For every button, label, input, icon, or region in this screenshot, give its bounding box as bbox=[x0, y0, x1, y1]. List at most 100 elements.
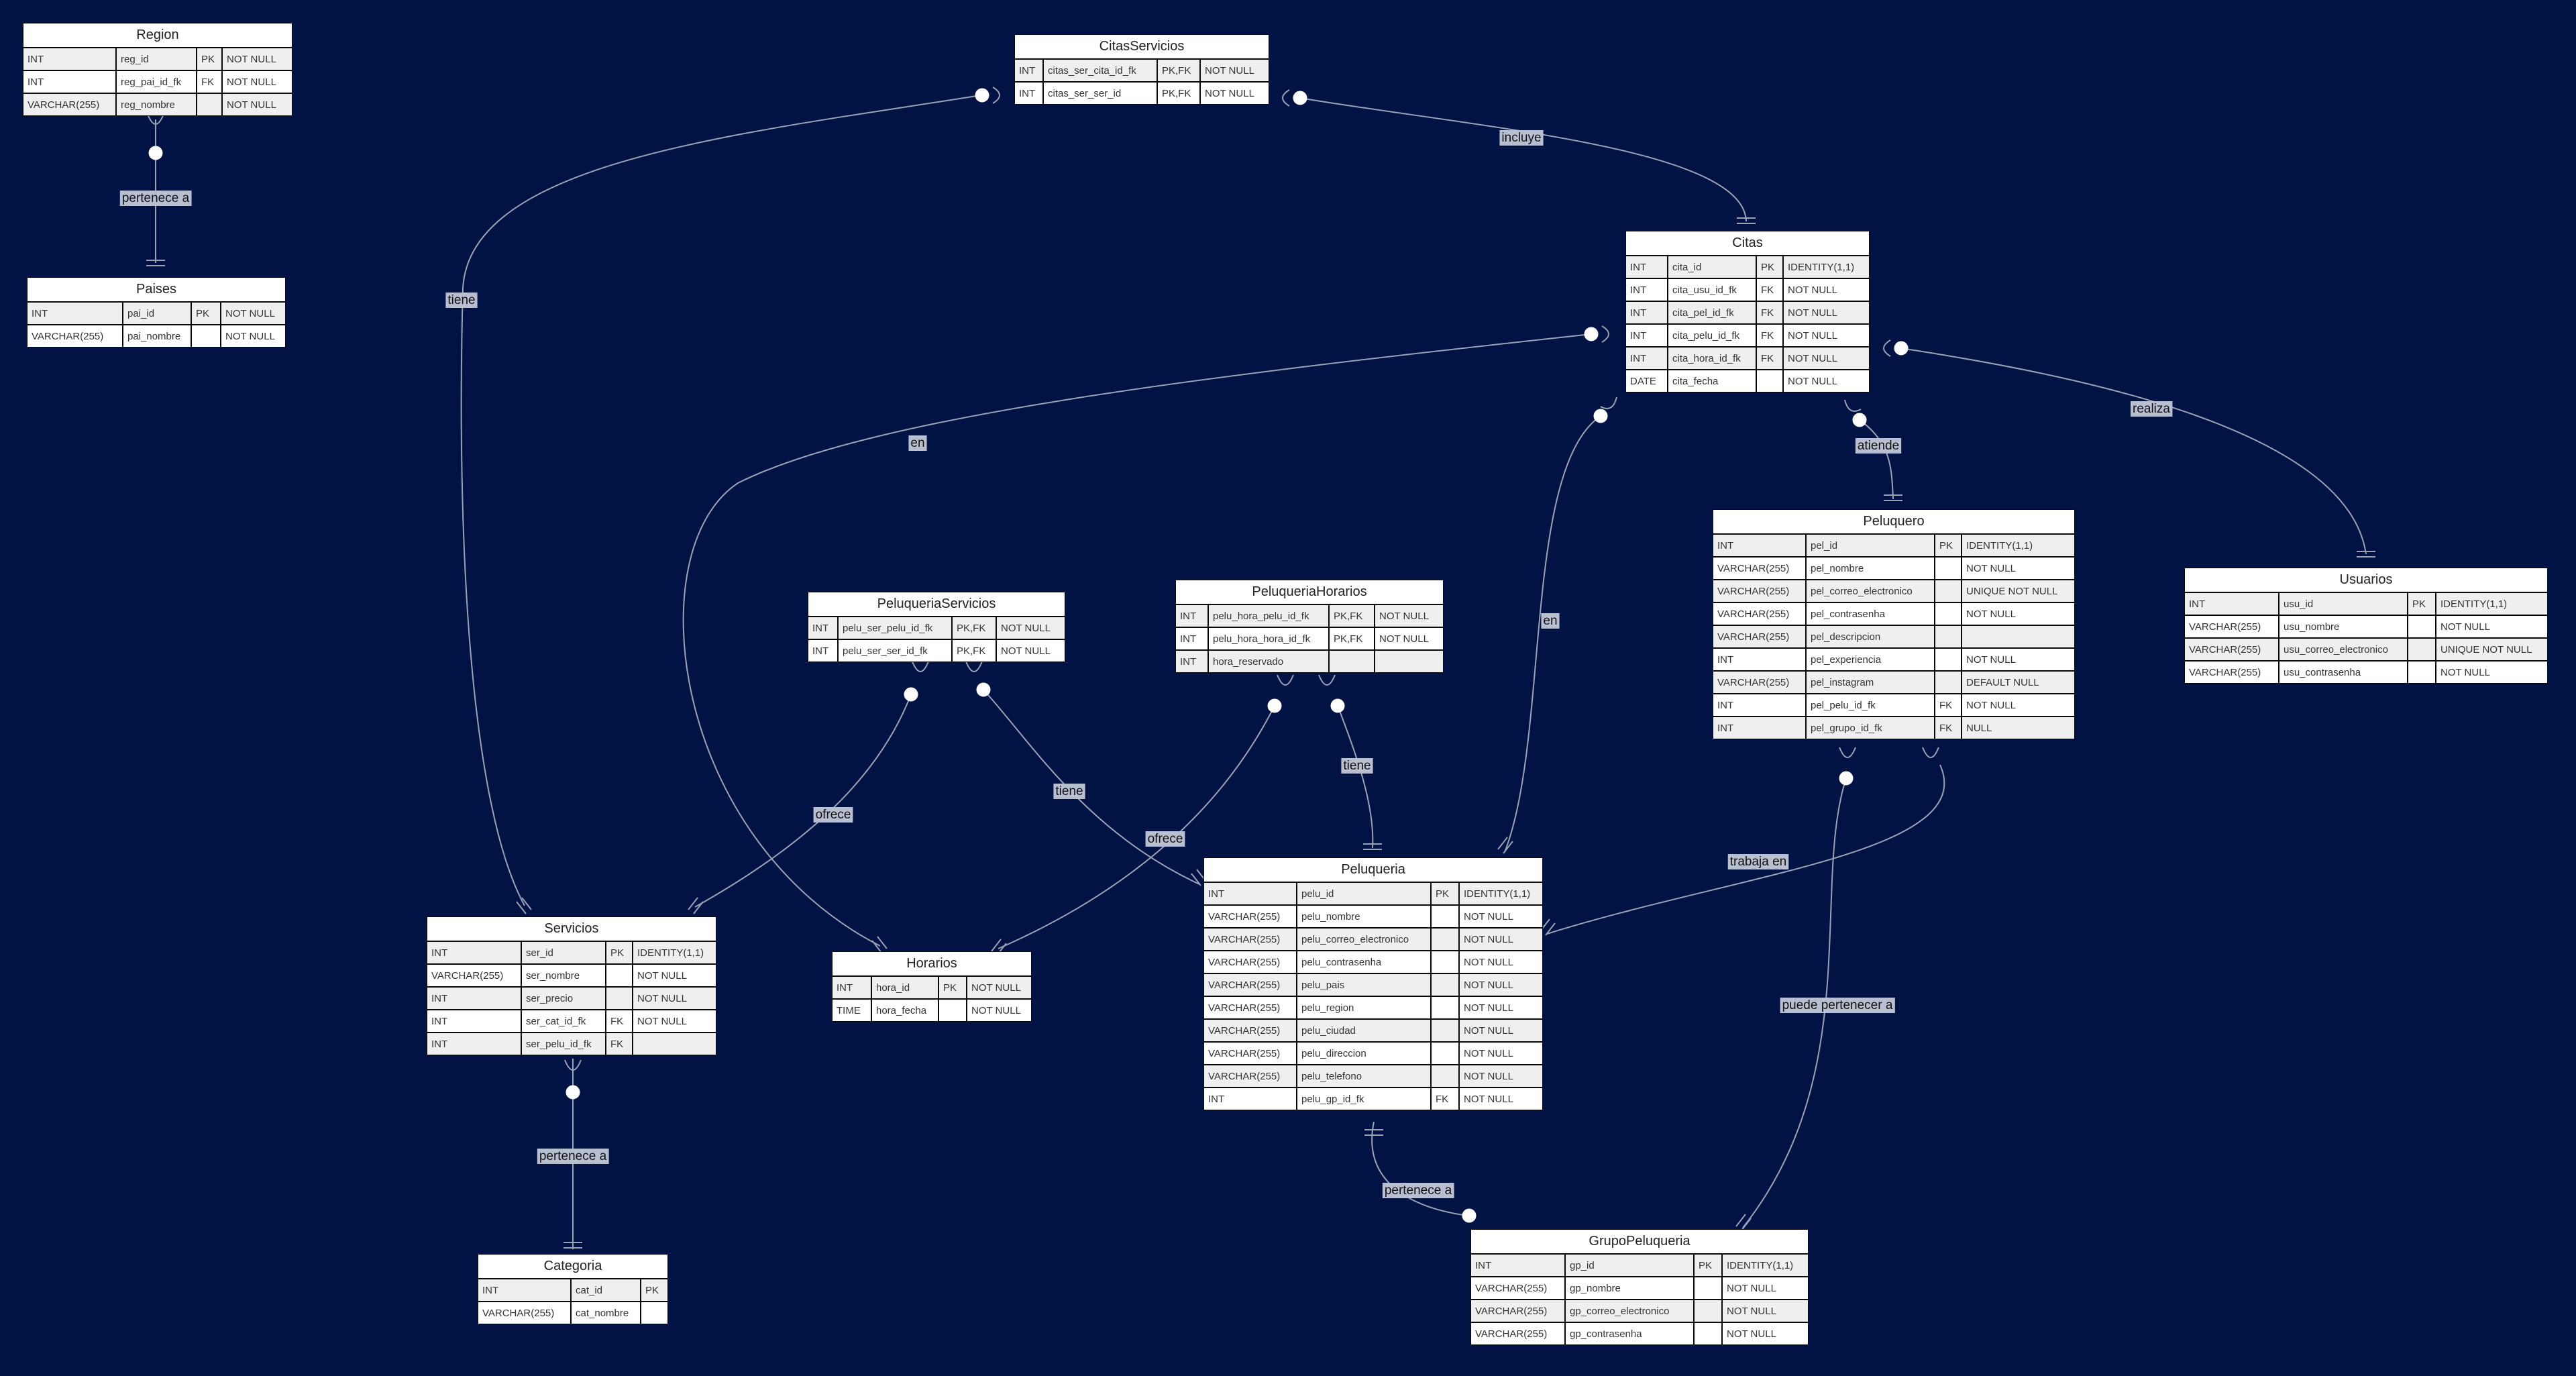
relationship-region-paises[interactable]: pertenece a bbox=[119, 119, 192, 263]
column-name: ser_id bbox=[521, 942, 606, 965]
relationship-peluqueriahorarios-horarios[interactable]: ofrece bbox=[998, 705, 1275, 949]
relationship-peluqueriaservicios-servicios[interactable]: ofrece bbox=[694, 694, 912, 908]
many-marker bbox=[992, 87, 1000, 104]
column-type: INT bbox=[1626, 278, 1668, 302]
relationship-citasservicios-servicios[interactable]: tiene bbox=[445, 95, 981, 906]
column-key: PK bbox=[1694, 1255, 1723, 1277]
column-key bbox=[606, 987, 633, 1010]
column-type: INT bbox=[808, 639, 839, 661]
relationship-peluqueriahorarios-peluqueria[interactable]: tiene bbox=[1337, 705, 1374, 849]
relationship-citasservicios-citas[interactable]: incluye bbox=[1299, 97, 1747, 222]
relationship-peluquero-grupopeluqueria[interactable]: puede pertenecer a bbox=[1742, 778, 1895, 1228]
column-key: PK bbox=[641, 1279, 667, 1302]
column-type: INT bbox=[1626, 324, 1668, 348]
column-type: INT bbox=[1176, 650, 1209, 672]
column-constraint: IDENTITY(1,1) bbox=[1783, 256, 1869, 279]
relationship-label-bg bbox=[1341, 758, 1373, 774]
relationship-citas-peluqueria[interactable]: en bbox=[1504, 415, 1601, 853]
column-row[interactable]: VARCHAR(255)cat_nombre bbox=[478, 1302, 667, 1324]
relationship-citas-usuarios[interactable]: realiza bbox=[1900, 348, 2367, 555]
relationship-peluqueriaservicios-peluqueria[interactable]: tiene bbox=[983, 689, 1200, 885]
column-name: usu_contrasenha bbox=[2279, 661, 2408, 683]
relationship-citas-peluquero[interactable]: atiende bbox=[1855, 419, 1902, 500]
many-marker bbox=[1601, 325, 1609, 343]
column-key bbox=[1329, 650, 1375, 672]
column-key bbox=[1935, 648, 1962, 672]
relationship-citas-horarios[interactable]: en bbox=[682, 333, 1592, 947]
column-type: VARCHAR(255) bbox=[1204, 905, 1297, 929]
column-constraint: NOT NULL bbox=[1200, 60, 1269, 83]
relationship-peluquero-peluqueria[interactable]: trabaja en bbox=[1546, 764, 1945, 935]
column-row[interactable]: VARCHAR(255)pel_descripcion bbox=[1713, 625, 2074, 649]
relationship-peluqueria-grupopeluqueria[interactable]: pertenece a bbox=[1371, 1121, 1468, 1216]
column-key bbox=[2408, 615, 2436, 639]
